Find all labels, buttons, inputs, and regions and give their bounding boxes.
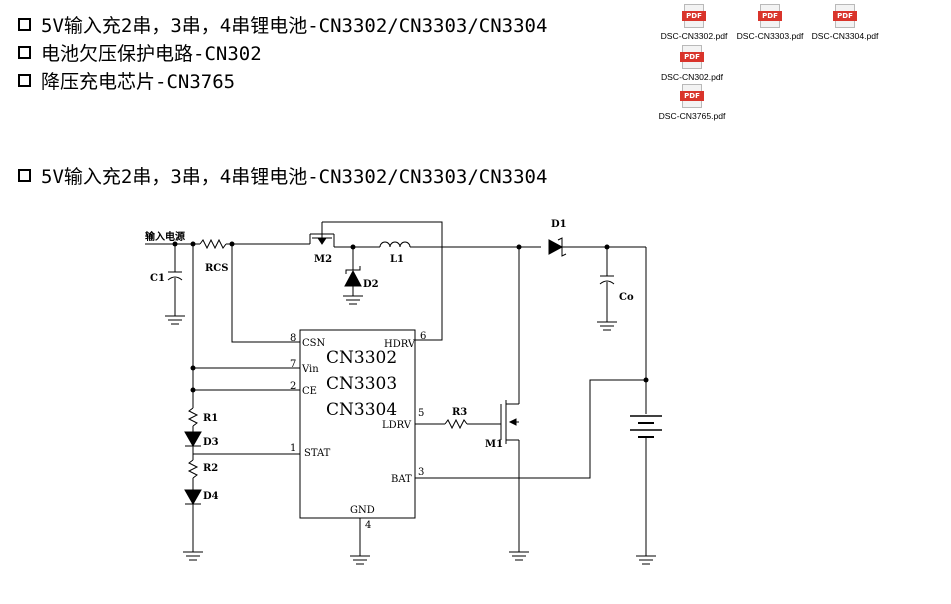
pin-label: CSN — [302, 338, 326, 349]
pin-label: HDRV — [384, 339, 416, 350]
bullet-item: 电池欠压保护电路-CN302 — [18, 38, 547, 66]
resistor-r1 — [187, 407, 199, 427]
file-attachment[interactable]: PDF DSC-CN3302.pdf — [654, 4, 734, 41]
section-heading-text: 5V输入充2串，3串，4串锂电池-CN3302/CN3303/CN3304 — [41, 165, 548, 188]
input-power-label: 输入电源 — [145, 230, 185, 243]
m2-label: M2 — [314, 254, 332, 265]
file-name: DSC-CN3303.pdf — [736, 31, 804, 41]
pdf-icon: PDF — [682, 4, 706, 28]
file-attachment[interactable]: PDF DSC-CN302.pdf — [652, 45, 732, 82]
pdf-icon: PDF — [758, 4, 782, 28]
zener-diode-d2 — [344, 247, 362, 296]
capacitor-c1 — [167, 271, 183, 316]
l1-label: L1 — [390, 254, 404, 265]
pin-number: 7 — [290, 359, 296, 370]
file-name: DSC-CN3302.pdf — [660, 31, 728, 41]
pdf-icon: PDF — [680, 84, 704, 108]
pin-label: GND — [350, 505, 375, 516]
r1-label: R1 — [203, 413, 218, 424]
checkbox-square-icon — [18, 45, 31, 59]
battery-icon — [630, 415, 662, 556]
pin-number: 4 — [365, 520, 371, 531]
pin-number: 2 — [290, 381, 296, 392]
checkbox-square-icon — [18, 17, 31, 31]
ground-icon — [165, 315, 185, 325]
pmos-m2 — [309, 221, 443, 341]
diode-d4 — [184, 478, 202, 552]
file-name: DSC-CN3304.pdf — [811, 31, 879, 41]
pdf-icon: PDF — [833, 4, 857, 28]
d1-label: D1 — [551, 219, 567, 230]
pin-label: CE — [302, 386, 317, 397]
r3-label: R3 — [452, 407, 467, 418]
pin-number: 6 — [420, 331, 426, 342]
file-attachment[interactable]: PDF DSC-CN3303.pdf — [730, 4, 810, 41]
pin-number: 3 — [418, 467, 424, 478]
r2-label: R2 — [203, 463, 218, 474]
resistor-r3 — [415, 418, 501, 430]
file-attachment[interactable]: PDF DSC-CN3765.pdf — [652, 84, 732, 121]
resistor-rcs — [199, 238, 310, 250]
section-heading: 5V输入充2串，3串，4串锂电池-CN3302/CN3303/CN3304 — [18, 161, 547, 189]
file-attachment[interactable]: PDF DSC-CN3304.pdf — [805, 4, 885, 41]
d4-label: D4 — [203, 491, 219, 502]
co-label: Co — [619, 292, 634, 303]
bullet-text: 电池欠压保护电路-CN302 — [41, 42, 262, 65]
ground-icon — [350, 555, 370, 565]
ground-icon — [597, 321, 617, 331]
ground-icon — [636, 555, 656, 565]
checkbox-square-icon — [18, 73, 31, 87]
capacitor-co — [599, 247, 615, 322]
csn-wire — [231, 244, 300, 343]
diode-d3 — [184, 426, 202, 460]
pin-label: STAT — [304, 448, 331, 459]
file-name: DSC-CN3765.pdf — [658, 111, 726, 121]
resistor-r2 — [187, 459, 199, 479]
ic-part-number: CN3302 — [326, 348, 397, 368]
pin-number: 1 — [290, 443, 296, 454]
bullet-list: 5V输入充2串，3串，4串锂电池-CN3302/CN3303/CN3304 电池… — [18, 10, 547, 94]
bat-wire — [415, 379, 646, 479]
pin-number: 8 — [290, 333, 296, 344]
pin-label: LDRV — [382, 420, 412, 431]
rcs-label: RCS — [205, 263, 229, 274]
file-name: DSC-CN302.pdf — [660, 72, 724, 82]
pin-label: BAT — [391, 474, 412, 485]
bullet-text: 降压充电芯片-CN3765 — [41, 70, 236, 93]
pin-label: Vin — [301, 364, 319, 375]
ground-icon — [509, 551, 529, 561]
pdf-icon: PDF — [680, 45, 704, 69]
checkbox-square-icon — [18, 168, 31, 182]
ic-part-number: CN3303 — [326, 374, 397, 394]
pin-number: 5 — [418, 408, 424, 419]
schottky-diode-d1 — [548, 237, 646, 257]
ic-part-number: CN3304 — [326, 400, 397, 420]
ic-body — [299, 329, 416, 519]
c1-label: C1 — [150, 273, 165, 284]
nmos-m1 — [500, 247, 520, 552]
ground-icon — [343, 295, 363, 305]
ground-icon — [183, 551, 203, 561]
m1-label: M1 — [485, 439, 503, 450]
bullet-item: 5V输入充2串，3串，4串锂电池-CN3302/CN3303/CN3304 — [18, 10, 547, 38]
bullet-item: 降压充电芯片-CN3765 — [18, 66, 547, 94]
d2-label: D2 — [363, 279, 379, 290]
input-power-line — [145, 243, 200, 272]
d3-label: D3 — [203, 437, 219, 448]
bullet-text: 5V输入充2串，3串，4串锂电池-CN3302/CN3303/CN3304 — [41, 14, 548, 37]
